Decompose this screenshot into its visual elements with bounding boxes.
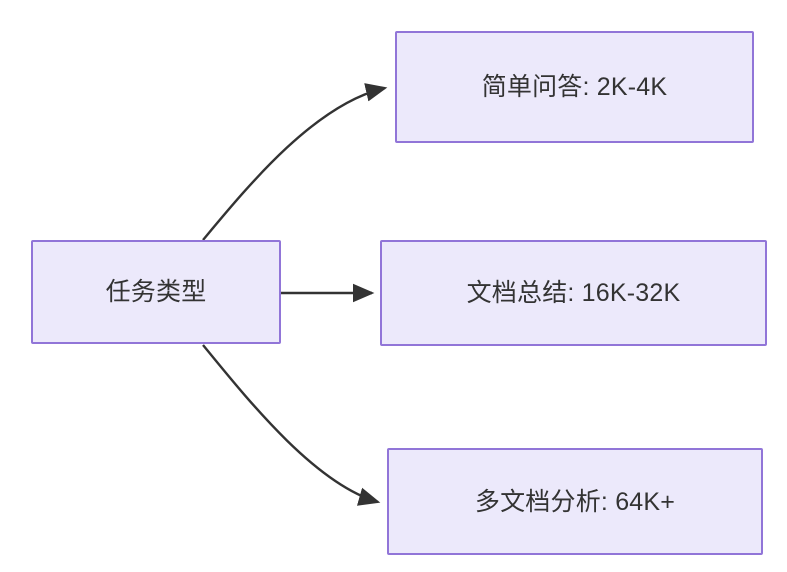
node-label-task-type: 任务类型 [105, 278, 207, 306]
edge-root-to-simple [202, 83, 388, 241]
node-label-multi-document-analysis: 多文档分析: 64K+ [474, 487, 676, 516]
node-label-simple-qa: 简单问答: 2K-4K [481, 73, 668, 101]
node-label-document-summary: 文档总结: 16K-32K [466, 279, 681, 307]
node-task-type[interactable]: 任务类型 [31, 240, 281, 344]
node-document-summary[interactable]: 文档总结: 16K-32K [380, 240, 767, 346]
node-simple-qa[interactable]: 简单问答: 2K-4K [395, 31, 754, 143]
edge-root-to-multi [202, 344, 381, 506]
node-multi-document-analysis[interactable]: 多文档分析: 64K+ [387, 448, 763, 555]
